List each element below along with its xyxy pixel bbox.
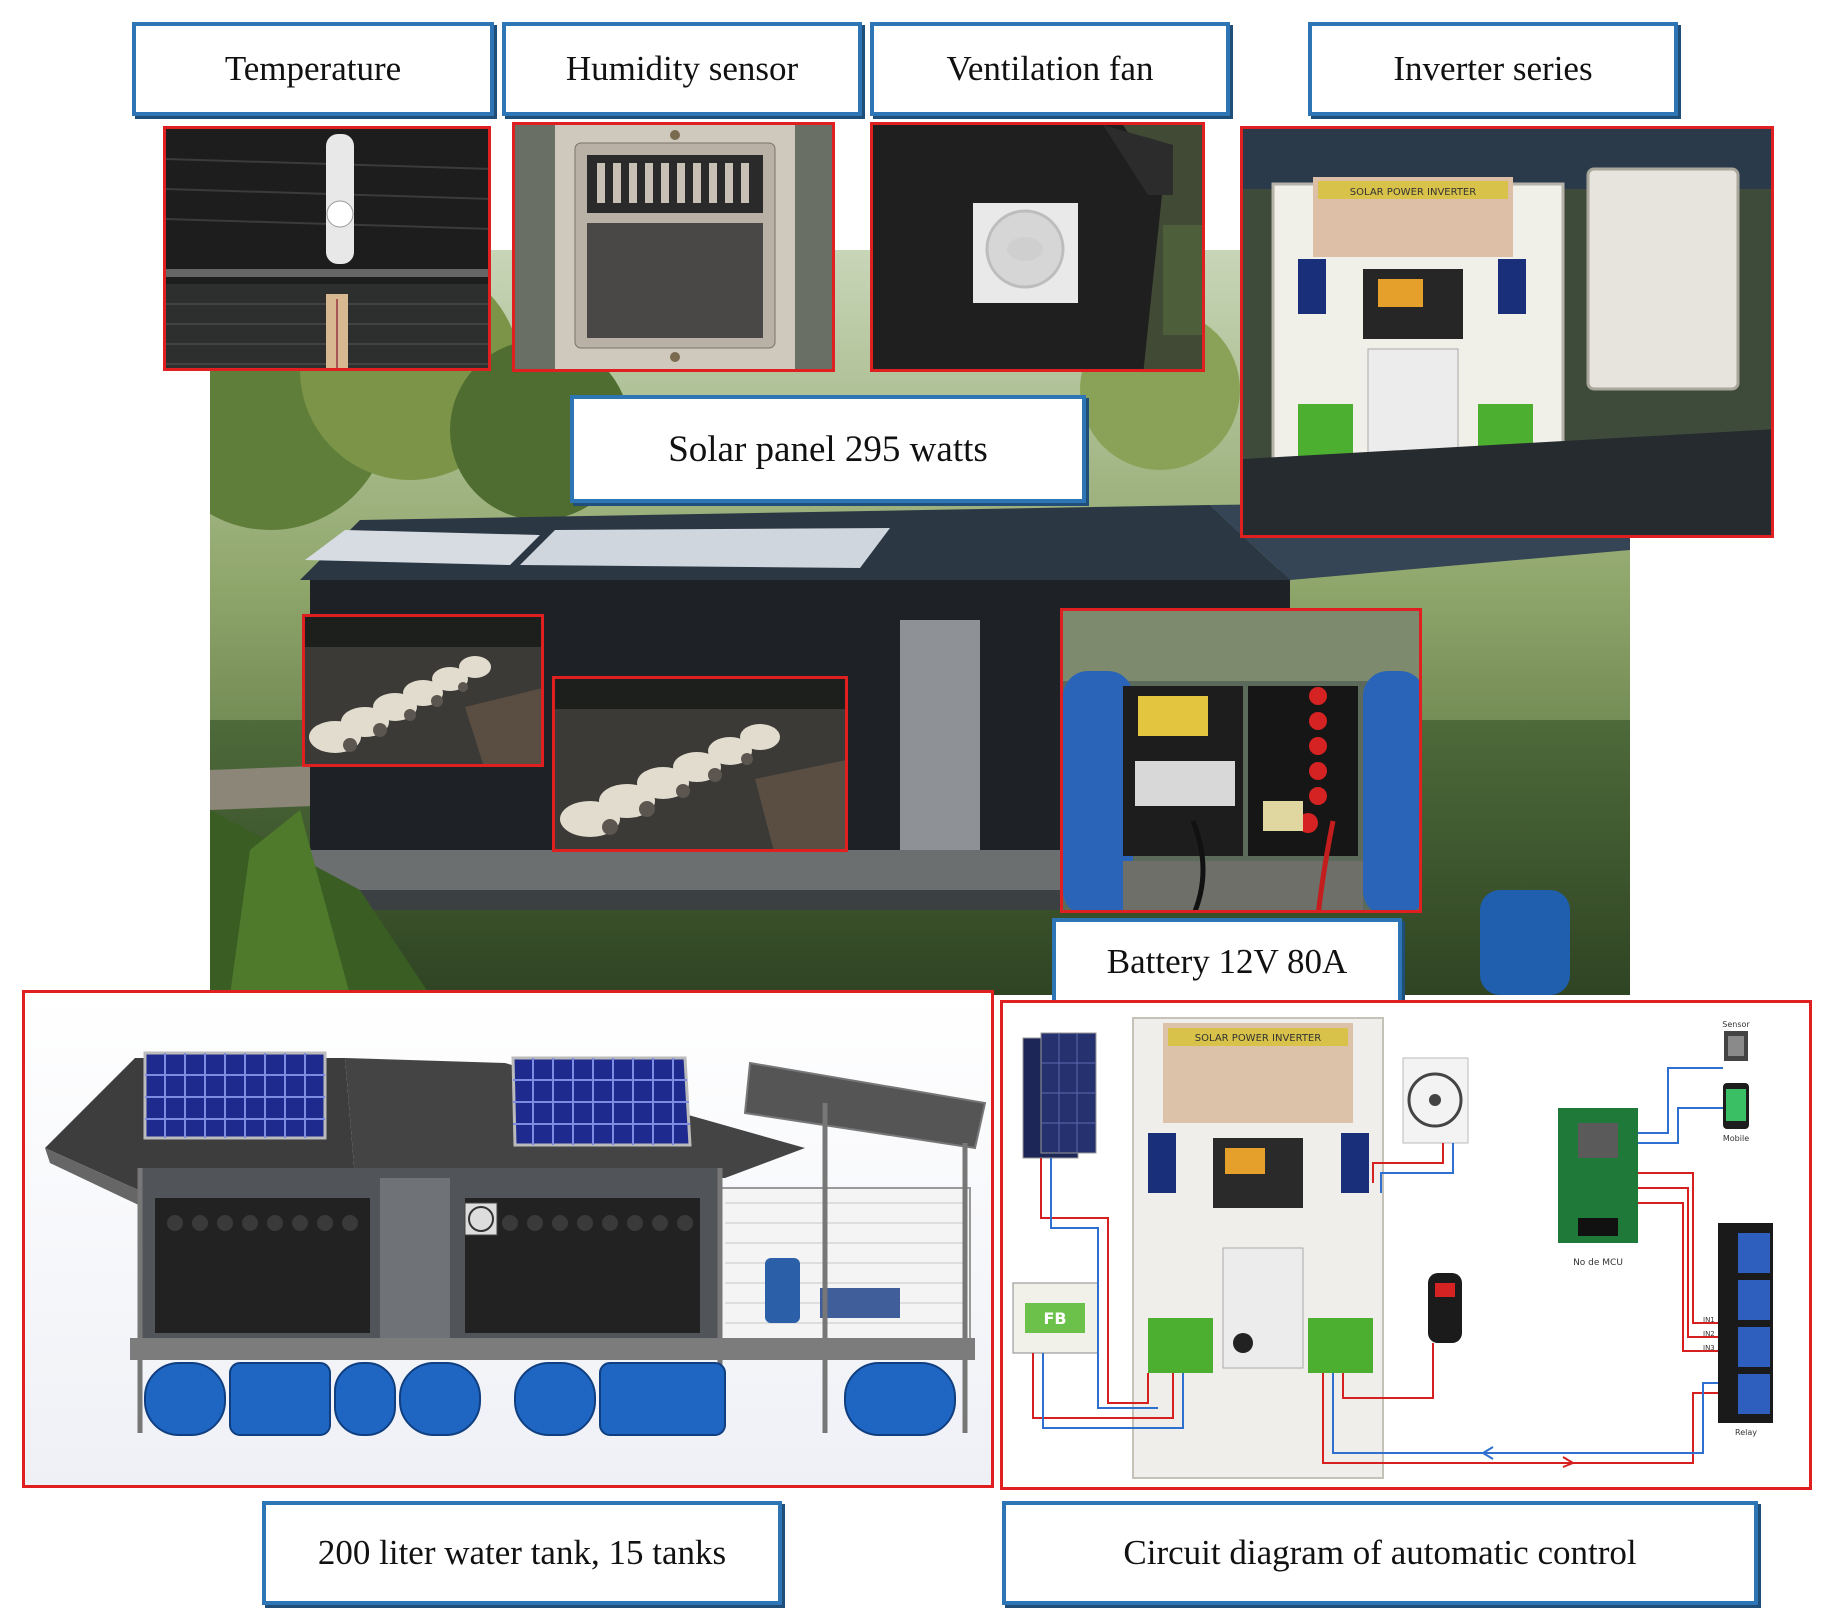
- label-water-tank-text: 200 liter water tank, 15 tanks: [317, 1533, 727, 1572]
- temperature-photo: [163, 126, 491, 371]
- circuit-mcu-icon: [1558, 1108, 1638, 1243]
- inverter-brand-text: SOLAR POWER INVERTER: [1350, 187, 1476, 198]
- label-water-tank: 200 liter water tank, 15 tanks: [262, 1501, 782, 1605]
- circuit-pump-icon: [1428, 1273, 1462, 1343]
- label-ventilation-fan: Ventilation fan: [870, 22, 1230, 116]
- label-humidity-sensor-text: Humidity sensor: [565, 49, 799, 88]
- circuit-inverter-text: SOLAR POWER INVERTER: [1195, 1033, 1321, 1044]
- humidity-sensor-photo: [512, 122, 835, 372]
- label-temperature-text: Temperature: [224, 49, 402, 88]
- circuit-mobile-label: Mobile: [1723, 1134, 1749, 1143]
- circuit-solar-panel-icon: [1022, 1032, 1097, 1159]
- circuit-relay-icon: [1718, 1223, 1773, 1423]
- water-tank-barrels: [144, 1362, 956, 1436]
- circuit-sensor-icon: [1724, 1031, 1748, 1061]
- circuit-battery-icon: FB: [1012, 1282, 1099, 1354]
- label-solar-panel: Solar panel 295 watts: [570, 395, 1086, 503]
- solar-panel-left: [143, 1051, 327, 1140]
- circuit-mcu-label: No de MCU: [1573, 1258, 1623, 1268]
- circuit-in3: IN3: [1703, 1344, 1715, 1352]
- label-inverter-series: Inverter series: [1308, 22, 1678, 116]
- circuit-mobile-icon: [1723, 1083, 1749, 1129]
- label-battery: Battery 12V 80A: [1052, 918, 1402, 1006]
- label-circuit-diagram: Circuit diagram of automatic control: [1002, 1501, 1758, 1605]
- label-solar-panel-text: Solar panel 295 watts: [668, 428, 988, 470]
- circuit-in1: IN1: [1703, 1316, 1715, 1324]
- label-battery-text: Battery 12V 80A: [1106, 942, 1348, 981]
- mushroom-closeup-1-photo: [302, 614, 544, 767]
- circuit-relay-label: Relay: [1735, 1428, 1757, 1437]
- house-3d-model: [22, 990, 994, 1488]
- label-circuit-diagram-text: Circuit diagram of automatic control: [1123, 1533, 1637, 1572]
- mushroom-closeup-2-photo: [552, 676, 848, 852]
- label-inverter-series-text: Inverter series: [1393, 49, 1593, 88]
- circuit-in2: IN2: [1703, 1330, 1715, 1338]
- ventilation-fan-photo: [870, 122, 1205, 372]
- circuit-sensor-label: Sensor: [1722, 1020, 1750, 1029]
- solar-panel-right: [511, 1056, 692, 1147]
- battery-photo: [1060, 608, 1422, 913]
- label-ventilation-fan-text: Ventilation fan: [946, 49, 1154, 88]
- label-temperature: Temperature: [132, 22, 494, 116]
- circuit-fan-icon: [1402, 1057, 1469, 1144]
- circuit-diagram-image: SOLAR POWER INVERTER FB Sen: [1000, 1000, 1812, 1490]
- label-humidity-sensor: Humidity sensor: [502, 22, 862, 116]
- inverter-series-photo: SOLAR POWER INVERTER: [1240, 126, 1774, 538]
- circuit-battery-brand: FB: [1043, 1309, 1066, 1328]
